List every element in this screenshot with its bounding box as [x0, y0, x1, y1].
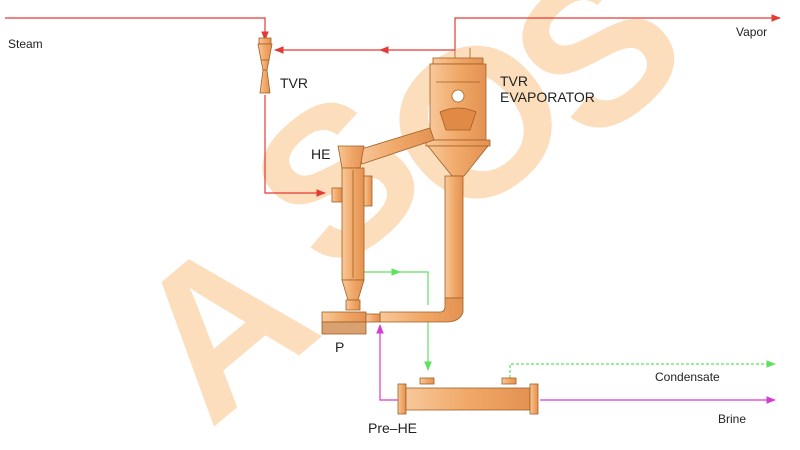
- pump-discharge: [365, 313, 381, 323]
- he-steam-inlet-nozzle: [331, 187, 343, 203]
- pump-label: P: [335, 339, 344, 355]
- pump-base: [321, 321, 367, 335]
- brine-label: Brine: [718, 412, 746, 426]
- evaporator-bottom-elbow: [379, 297, 464, 323]
- pre-he-right-flange: [529, 383, 539, 415]
- condensate-outlet-line: [509, 360, 776, 383]
- tvr-unit: [257, 37, 273, 94]
- steam-lines: [5, 14, 781, 197]
- pre-he-label: Pre–HE: [368, 420, 417, 436]
- pre-he-right-nozzle: [501, 377, 517, 385]
- vapor-label: Vapor: [736, 25, 767, 39]
- he-outlet-neck: [345, 299, 361, 311]
- he-side-nozzle: [363, 175, 373, 207]
- tvr-suction-chamber: [257, 43, 273, 61]
- tvr-evaporator: [379, 48, 491, 323]
- evaporator-internal-separator: [439, 107, 477, 131]
- steam-label: Steam: [8, 37, 43, 51]
- pre-he-shell: [405, 387, 531, 411]
- he-unit: [331, 145, 373, 311]
- pre-he-unit: [397, 377, 539, 415]
- tvr-to-he-line: [264, 95, 326, 197]
- evaporator-top-cap: [432, 57, 484, 65]
- he-label: HE: [311, 146, 330, 162]
- pump-housing: [321, 311, 367, 323]
- condensate-down-line-a: [400, 271, 429, 305]
- brine-feed-line: [376, 324, 400, 401]
- evaporator-cone: [427, 145, 489, 177]
- evaporator-flange: [425, 139, 491, 147]
- evaporator-label-line2: EVAPORATOR: [500, 89, 595, 105]
- tvr-throat: [260, 59, 270, 71]
- evaporator-sight-glass: [451, 89, 465, 103]
- steam-inlet-line: [5, 17, 269, 41]
- tvr-label: TVR: [280, 75, 308, 91]
- he-top-head: [337, 145, 365, 169]
- watermark: A S O S: [88, 0, 726, 450]
- tvr-nozzle-top: [258, 37, 272, 45]
- pre-he-left-nozzle: [419, 377, 435, 385]
- condensate-label: Condensate: [655, 370, 720, 384]
- pump-p: [321, 311, 381, 335]
- vapor-outlet-line: [454, 14, 781, 50]
- pre-he-left-flange: [397, 383, 407, 415]
- condensate-lines: [360, 268, 776, 383]
- evaporator-label-line1: TVR: [500, 73, 528, 89]
- evaporator-downcomer: [444, 175, 464, 299]
- tvr-diffuser: [259, 69, 271, 94]
- brine-lines: [376, 324, 776, 404]
